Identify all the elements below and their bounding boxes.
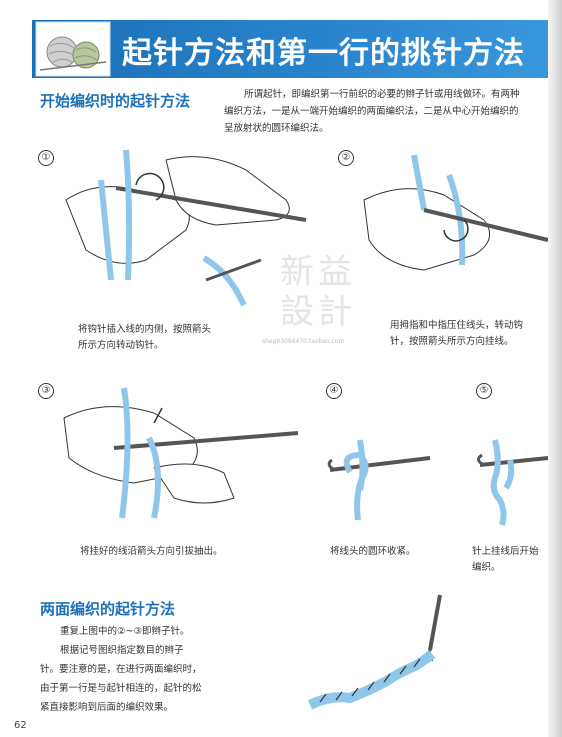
step-number: ④ <box>326 383 342 399</box>
caption-line: 将挂好的线沿箭头方向引拔抽出。 <box>80 546 223 557</box>
step-caption: 将挂好的线沿箭头方向引拔抽出。 <box>80 544 223 560</box>
section-heading-start: 开始编织时的起针方法 <box>40 92 191 110</box>
paragraph-line: 紧直接影响到后面的编织效果。 <box>40 702 174 713</box>
hand-hook-illustration <box>63 387 299 519</box>
caption-line: 用拇指和中指压住线头，转动钩 <box>390 320 524 331</box>
step-number: ② <box>338 150 354 166</box>
step-number: ⑤ <box>476 383 492 399</box>
caption-line: 针上挂线后开始 <box>472 546 539 557</box>
page-number: 62 <box>14 720 27 731</box>
hook-loop-illustration <box>327 439 431 521</box>
intro-line: 所谓起针，即编织第一行前织的必要的辫子针或用线做环。有两种 <box>244 89 520 100</box>
section2-paragraph: 重复上图中的②~③即辫子针。 根据记号图织指定数目的辫子 针。要注意的是，在进行… <box>40 622 225 717</box>
section-heading-double: 两面编织的起针方法 <box>40 600 176 618</box>
watermark-line: 設計 <box>280 292 356 332</box>
hook-loop-illustration <box>477 439 549 526</box>
caption-line: 针，按照箭头所示方向挂线。 <box>390 336 514 347</box>
hand-hook-illustration <box>363 154 549 271</box>
intro-paragraph: 所谓起针，即编织第一行前织的必要的辫子针或用线做环。有两种 编织方法，一是从一端… <box>224 86 550 137</box>
step-caption: 将钩针插入线的内侧，按照箭头 所示方向转动钩针。 <box>78 322 211 354</box>
caption-line: 编织。 <box>472 562 501 573</box>
title-banner: 起针方法和第一行的挑针方法 <box>32 20 562 78</box>
paragraph-line: 根据记号图织指定数目的辫子 <box>60 645 184 656</box>
step-number: ① <box>38 150 54 166</box>
step-caption: 针上挂线后开始 编织。 <box>472 544 539 576</box>
caption-line: 将线头的圆环收紧。 <box>330 546 416 557</box>
caption-line: 将钩针插入线的内侧，按照箭头 <box>78 324 212 335</box>
step-caption: 将线头的圆环收紧。 <box>330 544 416 560</box>
page-title: 起针方法和第一行的挑针方法 <box>122 36 525 71</box>
watermark: 新益 設計 <box>258 252 378 332</box>
paragraph-line: 由于第一行是与起针相连的，起针的松 <box>40 683 202 694</box>
intro-line: 编织方法，一是从一端开始编织的两面编织法，二是从中心开始编织的 <box>224 106 519 117</box>
chain-stitch-illustration <box>307 594 442 710</box>
step-caption: 用拇指和中指压住线头，转动钩 针，按照箭头所示方向挂线。 <box>390 318 523 350</box>
caption-line: 所示方向转动钩针。 <box>78 340 164 351</box>
page-edge-shadow <box>548 0 562 737</box>
hand-hook-illustration <box>65 149 307 307</box>
paragraph-line: 针。要注意的是，在进行两面编织时， <box>40 664 202 675</box>
intro-line: 呈放射状的圆环编织法。 <box>224 123 329 134</box>
paragraph-line: 重复上图中的②~③即辫子针。 <box>60 626 190 637</box>
watermark-url: shop63094470.taobao.com <box>262 338 345 345</box>
watermark-line: 新益 <box>280 252 356 292</box>
step-number: ③ <box>38 383 54 399</box>
yarn-balls-icon <box>35 21 111 77</box>
